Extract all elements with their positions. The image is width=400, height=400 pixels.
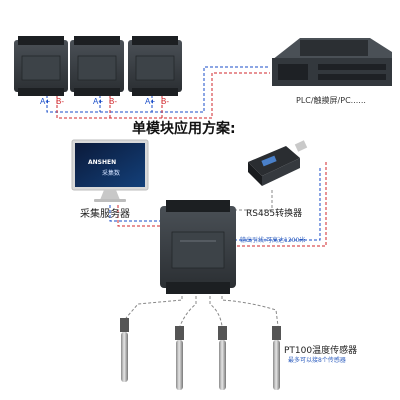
module-2-b-label: B- — [109, 97, 117, 106]
top-module-1 — [14, 36, 68, 96]
center-wiring — [109, 162, 327, 247]
line-server-to-module-a — [109, 205, 168, 222]
module-3-a-label: A+ — [145, 97, 156, 106]
converter-label: RS485转换器 — [246, 209, 303, 219]
line-converter-down-a — [230, 168, 321, 241]
module-1-b-label: B- — [56, 97, 64, 106]
top-module-3 — [128, 36, 182, 96]
server-monitor-icon — [71, 139, 149, 202]
module-3-b-label: B- — [161, 97, 169, 106]
top-bus-lines — [46, 66, 270, 119]
module-2-a-label: A+ — [93, 97, 104, 106]
server-screen-brand: ANSHEN — [88, 159, 117, 166]
pt100-probe-1 — [120, 318, 129, 382]
plc-device — [272, 38, 392, 86]
module-1-a-label: A+ — [40, 97, 51, 106]
line-converter-to-module — [232, 190, 273, 211]
bus-line-b — [56, 72, 270, 119]
pt100-probe-4 — [272, 326, 281, 390]
sensor-label: PT100温度传感器 — [284, 346, 358, 356]
line-converter-down-b — [230, 162, 327, 247]
top-module-2 — [70, 36, 124, 96]
sensor-wiring — [125, 296, 279, 327]
plc-label: PLC/触摸屏/PC...... — [296, 96, 366, 105]
center-module — [160, 200, 236, 294]
sensor-note: 最多可以接8个传感器 — [288, 357, 346, 364]
line-server-to-module-b — [117, 205, 168, 227]
pt100-probe-3 — [218, 326, 227, 390]
pt100-probe-2 — [175, 326, 184, 390]
rs485-converter-icon — [248, 140, 308, 186]
server-label: 采集服务器 — [80, 209, 130, 220]
section-title: 单模块应用方案: — [132, 121, 236, 137]
bus-line-a — [46, 66, 270, 113]
cable-note: 输出引线:可高达1200米 — [240, 237, 306, 244]
server-screen-sub: 采集数 — [102, 170, 121, 177]
